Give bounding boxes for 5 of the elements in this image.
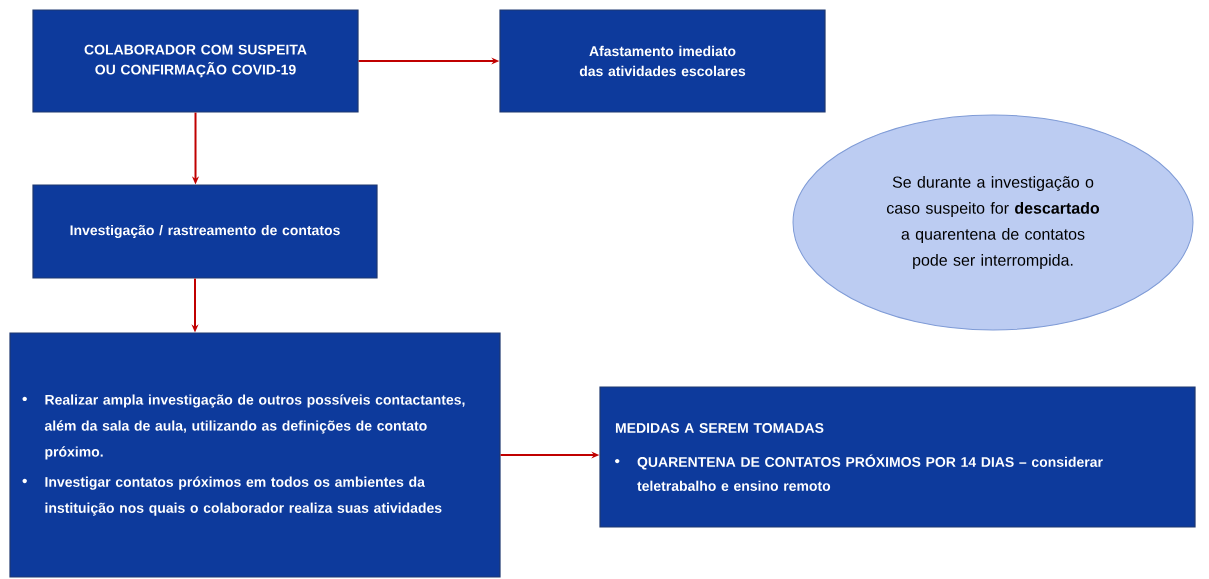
process-box: COLABORADOR COM SUSPEITA OU CONFIRMAÇÃO COVID-19 bbox=[32, 9, 359, 113]
process-box: MEDIDAS A SEREM TOMADAS QUARENTENA DE CONTATOS PRÓXIMOS POR 14 DIAS – considerar teletrabalho e ensino remoto bbox=[599, 386, 1196, 528]
process-box: Investigação / rastreamento de contatos bbox=[32, 184, 378, 279]
process-box: Afastamento imediato das atividades escolares bbox=[499, 9, 826, 113]
process-box: Realizar ampla investigação de outros possíveis contactantes, além da sala de aula, utilizando as definições de contato próximo. Investigar contatos próximos em todos os ambientes da instituição nos quais o colaborador realiza suas atividades bbox=[9, 332, 501, 578]
